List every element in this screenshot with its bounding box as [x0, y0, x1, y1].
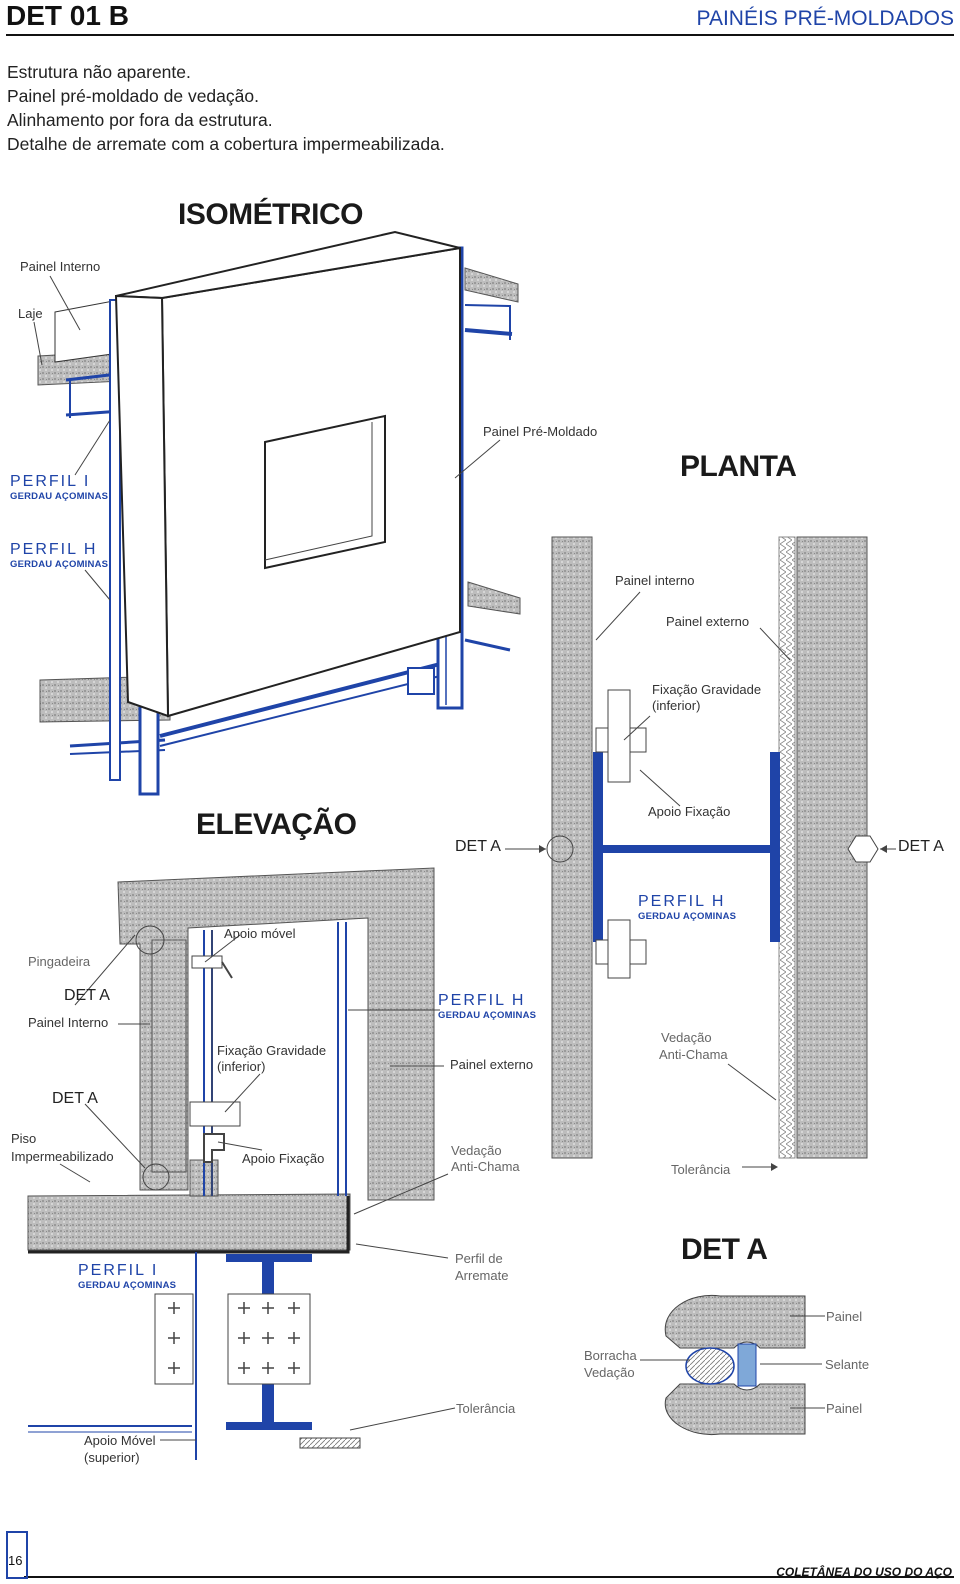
perfil-i-label: PERFIL I — [10, 473, 91, 490]
planta-perfil-h-brand: GERDAU AÇOMINAS — [638, 911, 737, 922]
isometric-title: ISOMÉTRICO — [178, 198, 364, 231]
detail-a-drawing — [640, 1294, 825, 1436]
isometric-drawing — [33, 230, 521, 796]
label-piso: Piso — [11, 1131, 37, 1146]
label-elev-vedacao-sub: Anti-Chama — [451, 1159, 520, 1174]
upper-beam-right — [464, 328, 513, 336]
label-elev-fixacao-sub: (inferior) — [217, 1059, 266, 1074]
label-perfil-arremate-sub: Arremate — [455, 1268, 509, 1283]
label-pingadeira: Pingadeira — [28, 954, 91, 969]
planta-title: PLANTA — [680, 450, 797, 483]
h-profile-flange-left — [593, 752, 603, 942]
label-det-painel-top: Painel — [826, 1309, 863, 1324]
label-det-a-left: DET A — [455, 838, 501, 855]
detail-panel-bottom — [664, 1383, 806, 1436]
i-profile-bottom-flange — [226, 1422, 312, 1430]
label-borracha-sub: Vedação — [584, 1365, 635, 1380]
label-elev-det-a-1: DET A — [64, 987, 110, 1004]
elev-perfil-i-brand: GERDAU AÇOMINAS — [78, 1280, 177, 1291]
upper-slab-right — [464, 267, 519, 303]
floor-slab — [27, 1193, 351, 1251]
det-a-title: DET A — [681, 1233, 768, 1266]
elev-perfil-i-label: PERFIL I — [78, 1262, 159, 1279]
label-elev-painel-interno: Painel Interno — [28, 1015, 109, 1030]
label-planta-fixacao: Fixação Gravidade — [652, 682, 762, 697]
label-elev-tolerancia: Tolerância — [456, 1401, 516, 1416]
page-number-box — [6, 1531, 28, 1579]
description-line: Painel pré-moldado de vedação. — [7, 86, 259, 106]
elevation-drawing — [27, 867, 456, 1460]
label-planta-apoio-fixacao: Apoio Fixação — [648, 804, 731, 819]
document-title: PAINÉIS PRÉ-MOLDADOS — [696, 7, 955, 30]
planta-perfil-h-label: PERFIL H — [638, 893, 726, 910]
label-planta-painel-interno: Painel interno — [615, 573, 695, 588]
sealant — [737, 1343, 757, 1387]
description-line: Estrutura não aparente. — [7, 62, 191, 82]
header-rule — [6, 34, 954, 36]
label-painel-interno: Painel Interno — [20, 259, 101, 274]
label-det-painel-bottom: Painel — [826, 1401, 863, 1416]
h-profile-web — [596, 845, 776, 853]
detail-panel-top — [664, 1294, 806, 1349]
flashing-profile — [28, 1196, 350, 1254]
elevacao-title: ELEVAÇÃO — [196, 808, 357, 841]
page-number: 16 — [8, 1553, 23, 1568]
h-profile-flange-right — [770, 752, 780, 942]
label-det-a-right: DET A — [898, 838, 944, 855]
label-planta-fixacao-sub: (inferior) — [652, 698, 701, 713]
label-apoio-movel-superior: Apoio Móvel — [84, 1433, 156, 1448]
fire-seal-strip — [778, 536, 796, 1159]
label-planta-tolerancia: Tolerância — [671, 1162, 731, 1177]
description-line: Detalhe de arremate com a cobertura impe… — [7, 134, 445, 154]
plan-drawing — [505, 536, 896, 1171]
footer-text: COLETÂNEA DO USO DO AÇO — [776, 1565, 952, 1579]
inner-panel-left — [551, 536, 593, 1159]
label-apoio-movel-superior-sub: (superior) — [84, 1450, 140, 1465]
perfil-h-brand: GERDAU AÇOMINAS — [10, 559, 109, 570]
label-elev-painel-externo: Painel externo — [450, 1057, 534, 1072]
inner-panel-section — [151, 939, 187, 1173]
perfil-h-label: PERFIL H — [10, 541, 98, 558]
lower-slab-right — [467, 581, 521, 615]
label-elev-fixacao: Fixação Gravidade — [217, 1043, 327, 1058]
description-line: Alinhamento por fora da estrutura. — [7, 110, 273, 130]
panel-window — [264, 414, 386, 570]
i-profile-top-flange — [226, 1254, 312, 1262]
label-borracha: Borracha — [584, 1348, 637, 1363]
rubber-seal — [685, 1347, 735, 1385]
label-planta-vedacao-sub: Anti-Chama — [659, 1047, 728, 1062]
label-piso-sub: Impermeabilizado — [11, 1149, 114, 1164]
lower-beam — [159, 662, 441, 738]
label-elev-vedacao: Vedação — [451, 1143, 502, 1158]
elev-perfil-h-brand: GERDAU AÇOMINAS — [438, 1010, 537, 1021]
label-painel-pre-moldado: Painel Pré-Moldado — [483, 424, 598, 439]
label-laje: Laje — [18, 306, 43, 321]
elev-perfil-h-label: PERFIL H — [438, 992, 526, 1009]
document-code: DET 01 B — [6, 0, 129, 31]
label-perfil-arremate: Perfil de — [455, 1251, 503, 1266]
label-planta-vedacao: Vedação — [661, 1030, 712, 1045]
label-planta-painel-externo: Painel externo — [666, 614, 750, 629]
label-elev-det-a-2: DET A — [52, 1090, 98, 1107]
label-selante: Selante — [825, 1357, 870, 1372]
label-elev-apoio-fixacao: Apoio Fixação — [242, 1151, 325, 1166]
perfil-i-brand: GERDAU AÇOMINAS — [10, 491, 109, 502]
label-apoio-movel: Apoio móvel — [224, 926, 296, 941]
